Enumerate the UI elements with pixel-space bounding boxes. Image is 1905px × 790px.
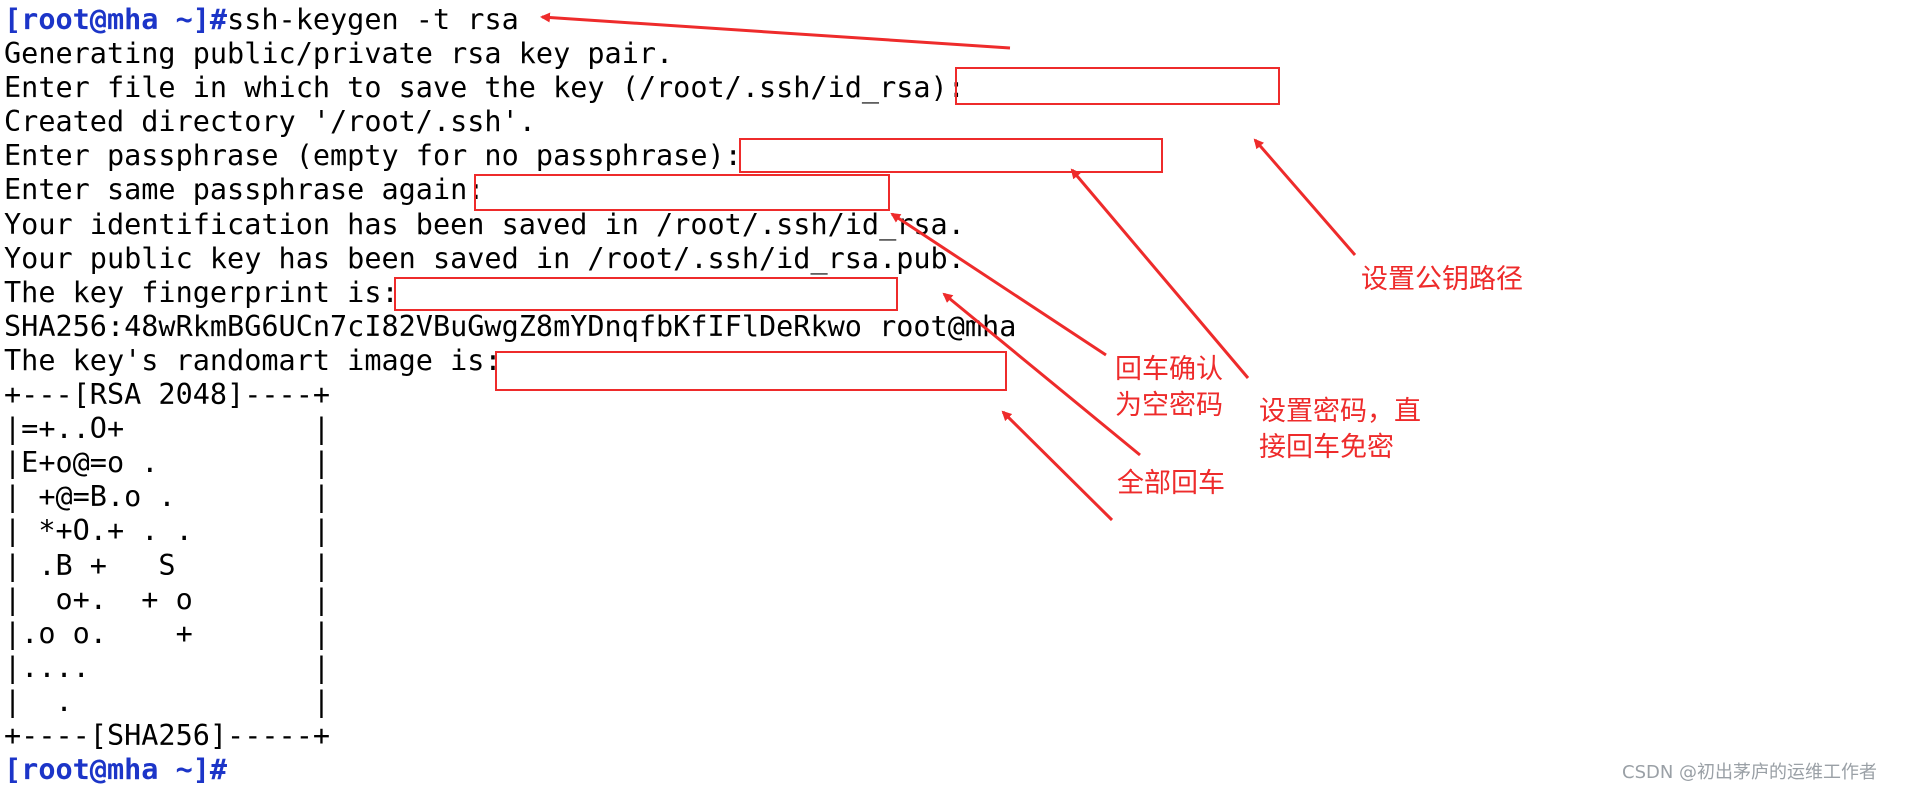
annotation-set-password: 设置密码，直 接回车免密 [1259,396,1421,463]
arrow-to-passphrase [1070,168,1250,379]
arrow-to-command [540,12,1011,50]
terminal-line-command: [root@mha ~]#ssh-keygen -t rsa [4,3,1016,37]
randomart-line: |E+o@=o . | [4,446,331,480]
fingerprint-highlight-box [394,277,898,311]
terminal-line: SHA256:48wRkmBG6UCn7cI82VBuGwgZ8mYDnqfbK… [4,309,1017,343]
arrow-to-key-path [1253,138,1357,256]
terminal-line: Created directory '/root/.ssh'. [4,105,536,139]
randomart-line: | .B + S | [4,548,331,582]
shell-prompt: [root@mha ~]# [4,753,228,787]
arrow-to-randomart [1001,410,1114,522]
terminal-line: Enter file in which to save the key (/ro… [4,71,965,105]
terminal-line: The key fingerprint is: [4,275,399,309]
shell-prompt: [root@mha ~]# [4,3,228,36]
terminal-output: [root@mha ~]#ssh-keygen -t rsa Generatin… [4,3,1016,787]
key-path-highlight-box [955,67,1280,105]
randomart-line: +----[SHA256]-----+ [4,718,331,752]
passphrase-again-highlight-box [474,174,890,211]
annotation-all-enter: 全部回车 [1117,468,1225,499]
terminal-line: The key's randomart image is: [4,343,502,377]
terminal-line: Your identification has been saved in /r… [4,207,965,241]
arrow-to-passphrase-again [890,212,1107,357]
randomart-line: |=+..O+ | [4,412,331,446]
passphrase-highlight-box [739,138,1163,173]
annotation-enter-confirm-empty: 回车确认 为空密码 [1115,354,1223,421]
randomart-line: |.... | [4,650,331,684]
terminal-line: Enter same passphrase again: [4,173,485,207]
terminal-line-final-prompt: [root@mha ~]# [4,753,1016,787]
terminal-line: Your public key has been saved in /root/… [4,241,965,275]
randomart-highlight-box [495,351,1007,391]
randomart-line: | +@=B.o . | [4,480,331,514]
annotation-set-key-path: 设置公钥路径 [1361,264,1523,295]
csdn-watermark: CSDN @初出茅庐的运维工作者 [1622,762,1878,783]
randomart-line: | o+. + o | [4,582,331,616]
terminal-line: Generating public/private rsa key pair. [4,37,674,71]
command-text: ssh-keygen -t rsa [227,3,519,36]
terminal-line: Enter passphrase (empty for no passphras… [4,139,742,173]
randomart-line: +---[RSA 2048]----+ [4,378,331,412]
randomart-line: | *+O.+ . . | [4,514,331,548]
randomart-line: |.o o. + | [4,616,331,650]
randomart-line: | . | [4,684,331,718]
arrow-to-fingerprint [942,292,1141,457]
